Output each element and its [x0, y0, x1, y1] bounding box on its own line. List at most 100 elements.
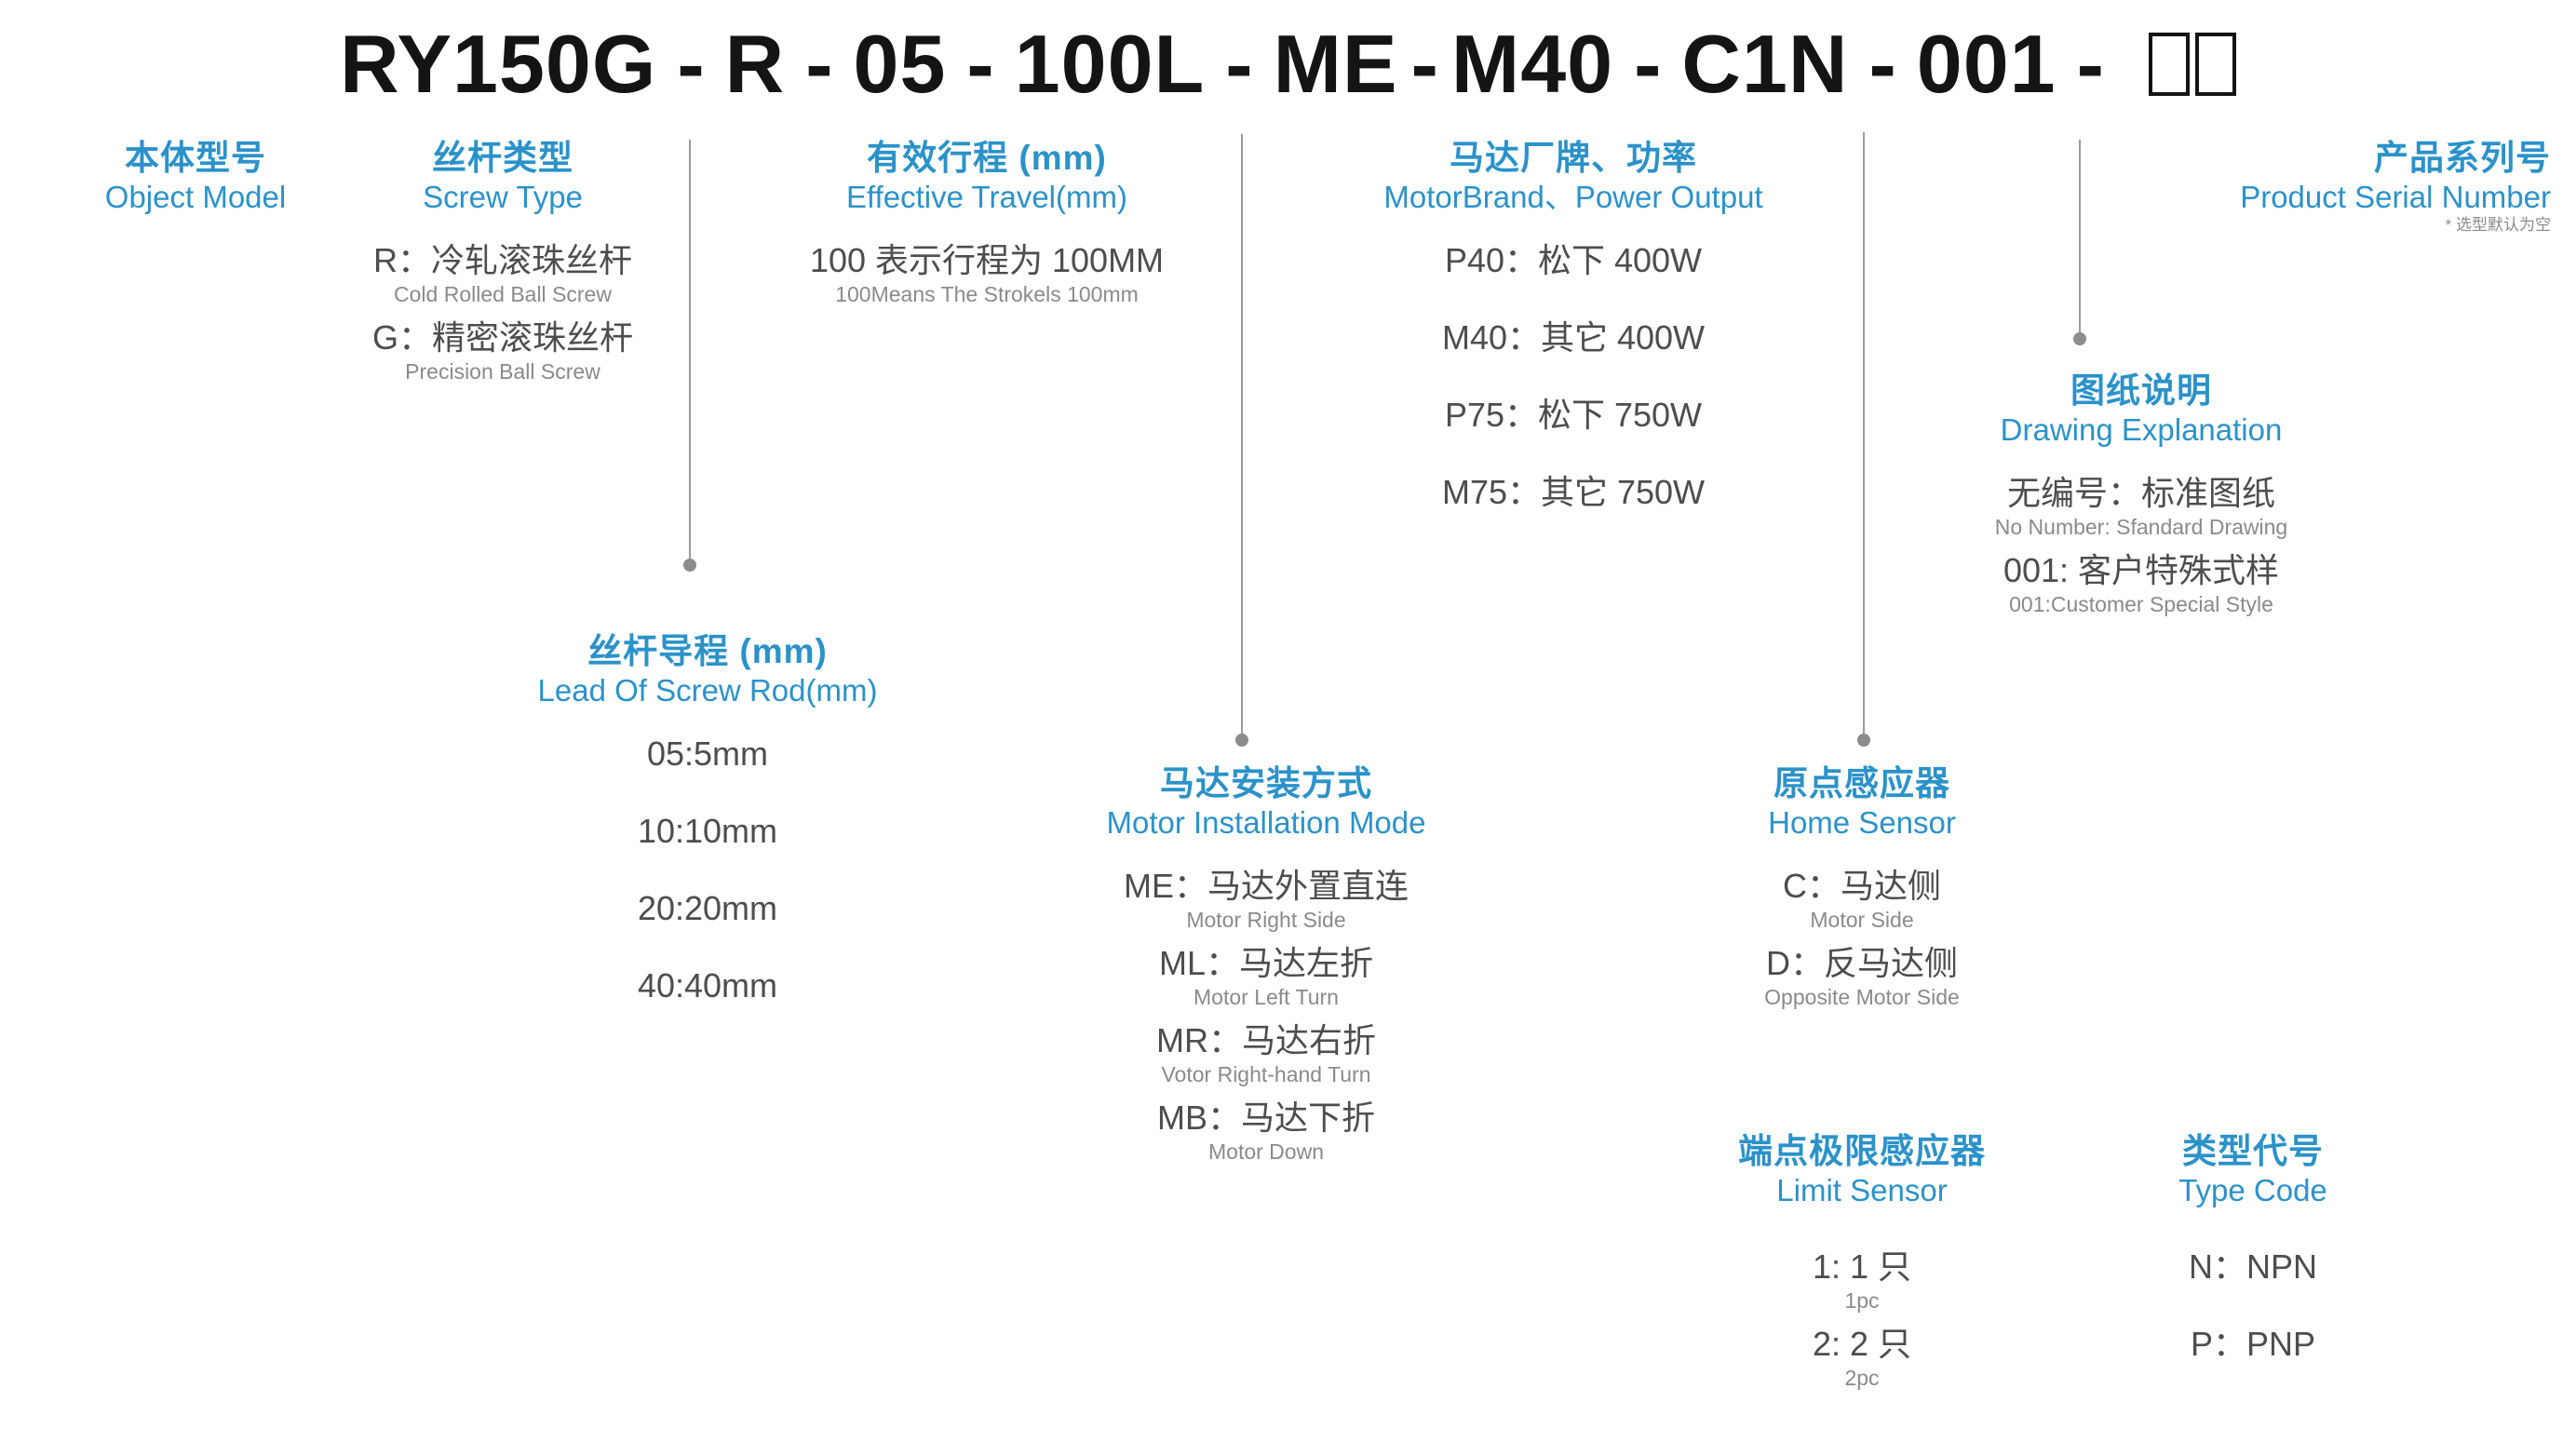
option-label-cn: ME：马达外置直连 [1123, 867, 1409, 906]
section-object-model: 本体型号 Object Model [37, 138, 354, 215]
option-label-cn: P：PNP [2190, 1325, 2316, 1364]
leader-line-drawing-explanation [2079, 140, 2081, 337]
option-label-en: Precision Ball Screw [405, 359, 600, 384]
option-label-cn: G：精密滚珠丝杆 [371, 318, 633, 357]
option-list: R：冷轧滚珠丝杆 Cold Rolled Ball Screw G：精密滚珠丝杆… [326, 239, 680, 386]
section-home-sensor: 原点感应器 Home Sensor C：马达侧 Motor Side D：反马达… [1639, 763, 2085, 1019]
section-title-en: Object Model [104, 179, 287, 214]
section-title-cn: 原点感应器 [1774, 764, 1950, 802]
leader-dot-lead-of-screw-rod [683, 559, 696, 572]
option-label-cn: MR：马达右折 [1156, 1021, 1376, 1060]
list-item: M40：其它 400W [1285, 317, 1862, 358]
blank-box-icon [2148, 33, 2190, 96]
option-list: N：NPN P：PNP [2076, 1246, 2430, 1365]
option-label-cn: 001: 客户特殊式样 [2003, 551, 2280, 590]
list-item: 05:5mm [447, 733, 968, 775]
option-list: P40：松下 400W M40：其它 400W P75：松下 750W M75：… [1285, 239, 1862, 513]
section-title-cn: 有效行程 (mm) [867, 139, 1107, 177]
list-item: P75：松下 750W [1285, 394, 1862, 436]
section-effective-travel: 有效行程 (mm) Effective Travel(mm) 100 表示行程为… [726, 138, 1248, 317]
section-type-code: 类型代号 Type Code N：NPN P：PNP [2076, 1131, 2430, 1400]
section-title-cn: 类型代号 [2182, 1132, 2324, 1170]
section-title-en: MotorBrand、Power Output [1383, 179, 1763, 214]
option-label-en: Motor Down [1208, 1139, 1324, 1164]
option-label-en: Votor Right-hand Turn [1161, 1062, 1371, 1087]
code-segment-sensor: C1N [1681, 18, 1849, 110]
code-separator: - [1410, 18, 1438, 110]
section-title-cn: 丝杆导程 (mm) [587, 632, 828, 670]
code-segment-serial-placeholder [2148, 33, 2236, 96]
option-label-cn: 40:40mm [637, 966, 778, 1005]
leader-dot-home-sensor [1857, 734, 1870, 747]
list-item: P40：松下 400W [1285, 239, 1862, 281]
section-screw-type: 丝杆类型 Screw Type R：冷轧滚珠丝杆 Cold Rolled Bal… [326, 138, 680, 394]
section-title-en: Drawing Explanation [2000, 411, 2283, 447]
code-segment-screw-type: R [724, 18, 786, 110]
option-list: 100 表示行程为 100MM 100Means The Strokels 10… [726, 239, 1248, 309]
option-label-en: Motor Left Turn [1194, 985, 1339, 1010]
option-label-cn: 100 表示行程为 100MM [809, 241, 1165, 280]
section-title-cn: 马达安装方式 [1160, 764, 1372, 802]
section-drawing-explanation: 图纸说明 Drawing Explanation 无编号：标准图纸 No Num… [1881, 371, 2402, 627]
list-item: M75：其它 750W [1285, 471, 1862, 513]
section-title-en: Screw Type [423, 179, 583, 214]
leader-line-motor-installation-mode [1241, 134, 1243, 739]
list-item: 001: 客户特殊式样 001:Customer Special Style [1881, 549, 2402, 619]
option-label-cn: N：NPN [2188, 1247, 2317, 1287]
list-item: R：冷轧滚珠丝杆 Cold Rolled Ball Screw [326, 239, 680, 309]
section-title-en: Lead Of Screw Rod(mm) [537, 672, 878, 708]
code-separator: - [966, 18, 994, 110]
section-title-cn: 图纸说明 [2070, 371, 2212, 410]
list-item: P：PNP [2076, 1323, 2430, 1365]
section-product-serial-number: 产品系列号 Product Serial Number * 选型默认为空 [2095, 138, 2551, 236]
section-lead-of-screw-rod: 丝杆导程 (mm) Lead Of Screw Rod(mm) 05:5mm 1… [447, 631, 968, 1042]
option-label-en: 2pc [1844, 1366, 1880, 1391]
option-label-cn: MB：马达下折 [1156, 1098, 1375, 1137]
section-title-en: Effective Travel(mm) [846, 179, 1127, 214]
option-list: 无编号：标准图纸 No Number: Sfandard Drawing 001… [1881, 472, 2402, 619]
option-label-cn: 05:5mm [646, 735, 769, 774]
option-list: 05:5mm 10:10mm 20:20mm 40:40mm [447, 733, 968, 1006]
option-label-cn: P75：松下 750W [1444, 396, 1703, 435]
code-separator: - [1868, 18, 1896, 110]
section-title-cn: 产品系列号 [2374, 139, 2551, 177]
code-segment-travel: 100L [1014, 18, 1206, 110]
option-list: ME：马达外置直连 Motor Right Side ML：马达左折 Motor… [1005, 865, 1527, 1166]
list-item: MR：马达右折 Votor Right-hand Turn [1005, 1019, 1527, 1089]
list-item: 100 表示行程为 100MM 100Means The Strokels 10… [726, 239, 1248, 309]
option-label-cn: R：冷轧滚珠丝杆 [373, 241, 632, 280]
section-title-en: Home Sensor [1768, 804, 1956, 840]
option-label-cn: 无编号：标准图纸 [2006, 474, 2275, 513]
code-segment-drawing: 001 [1916, 18, 2057, 110]
serial-default-note: * 选型默认为空 [2445, 216, 2551, 235]
list-item: 40:40mm [447, 964, 968, 1006]
section-limit-sensor: 端点极限感应器 Limit Sensor 1: 1 只 1pc 2: 2 只 2… [1657, 1131, 2067, 1400]
list-item: 1: 1 只 1pc [1657, 1246, 2067, 1315]
section-title-en: Motor Installation Mode [1106, 804, 1426, 840]
option-label-cn: ML：马达左折 [1158, 944, 1373, 983]
code-segment-motor-brand: M40 [1450, 18, 1614, 110]
section-motor-brand-power: 马达厂牌、功率 MotorBrand、Power Output P40：松下 4… [1285, 138, 1862, 548]
blank-box-icon [2194, 33, 2236, 96]
option-label-en: Cold Rolled Ball Screw [394, 282, 612, 307]
code-segment-lead: 05 [853, 18, 947, 110]
option-label-cn: 10:10mm [637, 812, 778, 851]
option-label-en: No Number: Sfandard Drawing [1994, 515, 2288, 540]
option-label-cn: 2: 2 只 [1812, 1325, 1912, 1364]
section-title-en: Type Code [2178, 1172, 2327, 1207]
option-label-en: 100Means The Strokels 100mm [835, 282, 1139, 307]
list-item: C：马达侧 Motor Side [1639, 865, 2085, 935]
option-label-cn: M75：其它 750W [1441, 473, 1706, 512]
option-label-en: Motor Side [1810, 908, 1914, 933]
section-title-cn: 丝杆类型 [432, 139, 573, 177]
list-item: D：反马达侧 Opposite Motor Side [1639, 942, 2085, 1012]
option-label-cn: 20:20mm [637, 889, 778, 928]
leader-line-lead-of-screw-rod [689, 140, 691, 564]
section-title-cn: 马达厂牌、功率 [1450, 139, 1697, 177]
option-label-cn: P40：松下 400W [1444, 241, 1703, 280]
list-item: MB：马达下折 Motor Down [1005, 1097, 1527, 1166]
list-item: 无编号：标准图纸 No Number: Sfandard Drawing [1881, 472, 2402, 542]
model-code-header: RY150G - R - 05 - 100L - ME - M40 - C1N … [0, 13, 2576, 115]
list-item: ME：马达外置直连 Motor Right Side [1005, 865, 1527, 935]
